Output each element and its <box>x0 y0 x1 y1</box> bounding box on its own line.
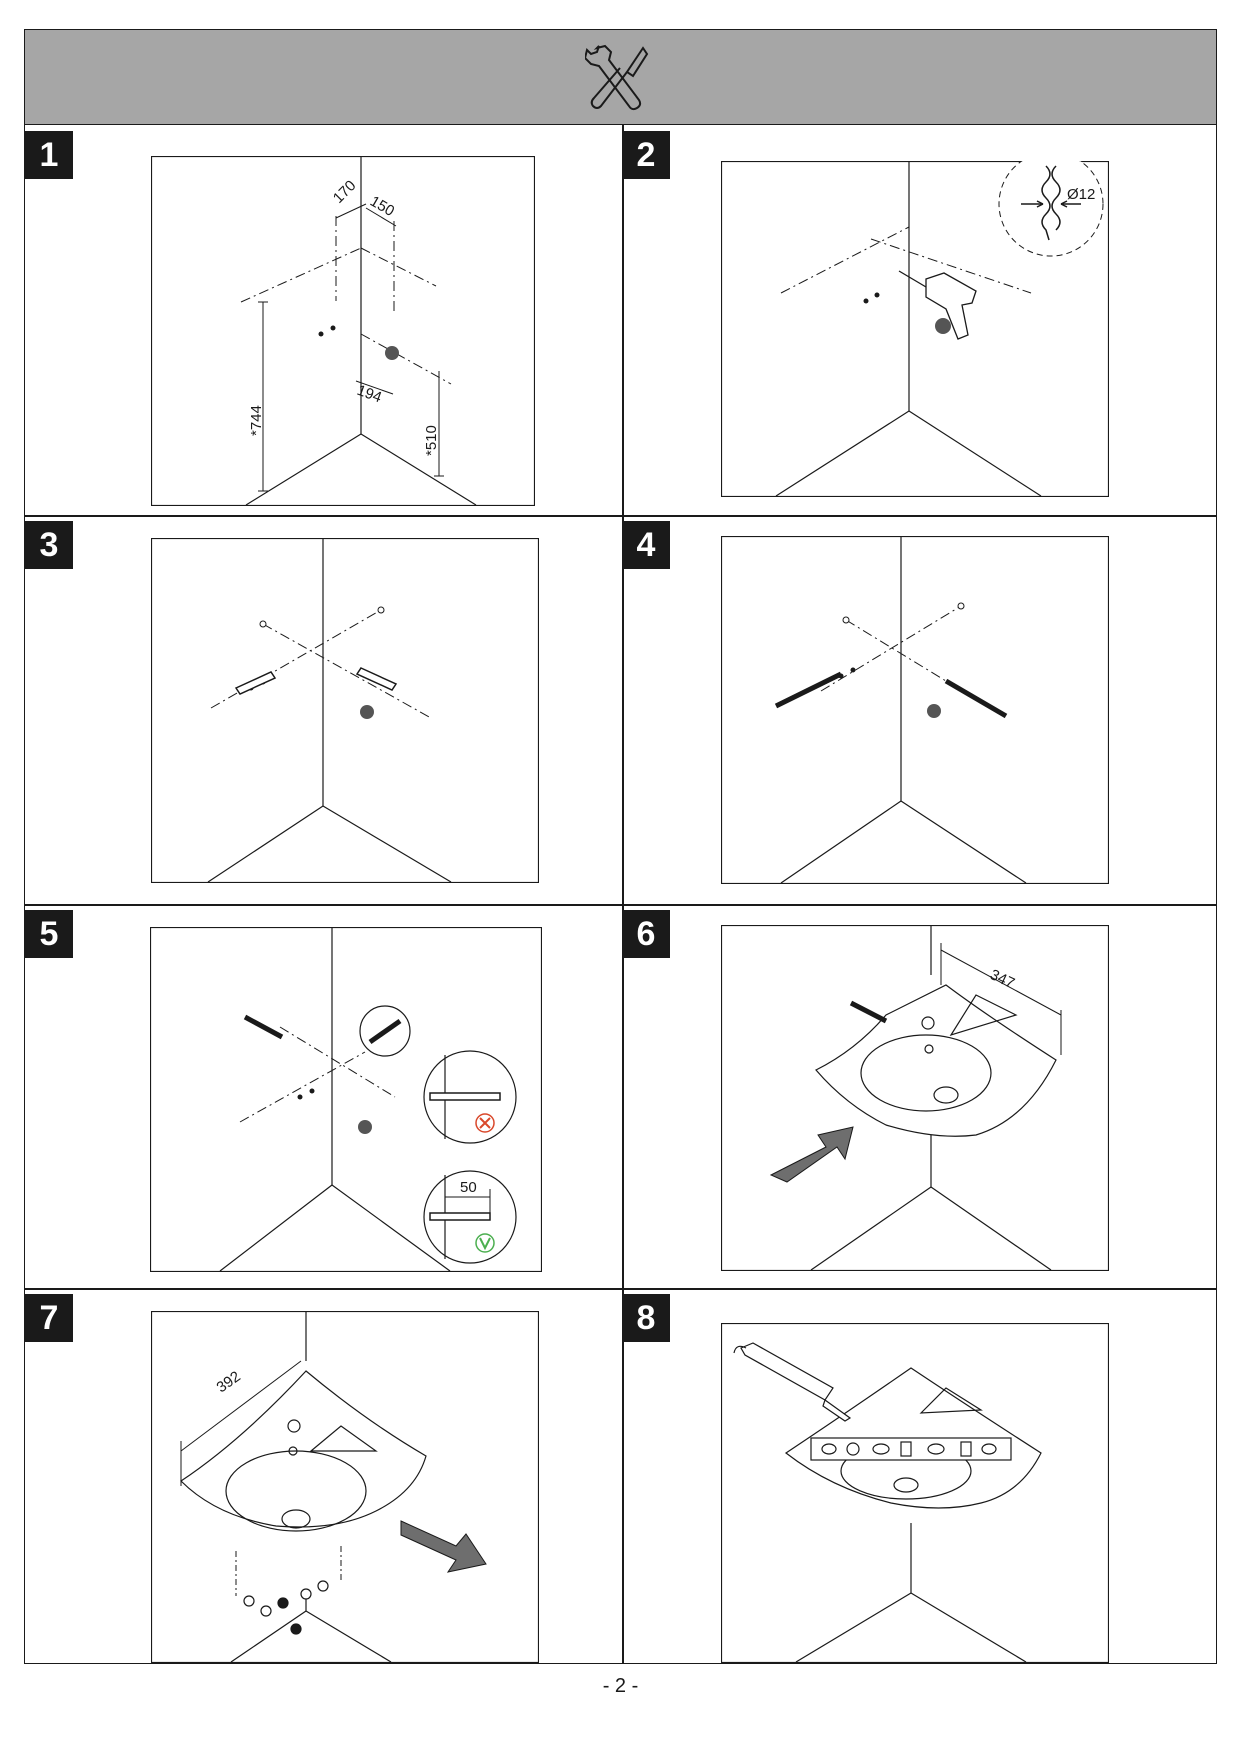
page-number: - 2 - <box>602 1675 639 1697</box>
row-divider <box>25 515 1216 517</box>
dimension-label: 392 <box>214 1368 244 1396</box>
step-number-badge: 6 <box>622 910 670 958</box>
step-number-badge: 1 <box>25 131 73 179</box>
step-4-illustration <box>721 536 1109 884</box>
dimension-label: 150 <box>367 193 397 220</box>
step-2-illustration: Ø12 <box>721 161 1109 497</box>
step-7-illustration: 392 <box>151 1311 539 1663</box>
step-number-badge: 4 <box>622 521 670 569</box>
step-5-illustration: 50 <box>150 927 542 1272</box>
column-divider <box>622 125 624 1663</box>
step-number-badge: 5 <box>25 910 73 958</box>
tools-icon <box>585 44 649 111</box>
step-number-badge: 8 <box>622 1294 670 1342</box>
step-1-illustration: *744 *510 170 150 194 <box>151 156 535 506</box>
dimension-label: 170 <box>330 177 360 207</box>
dimension-label: 50 <box>460 1179 477 1196</box>
row-divider <box>25 1288 1216 1290</box>
dimension-label: 194 <box>355 382 384 407</box>
dimension-label: *744 <box>248 405 265 436</box>
step-6-illustration: 347 <box>721 925 1109 1271</box>
dimension-label: Ø12 <box>1067 186 1095 203</box>
step-number-badge: 7 <box>25 1294 73 1342</box>
step-3-illustration <box>151 538 539 883</box>
step-number-badge: 3 <box>25 521 73 569</box>
step-number-badge: 2 <box>622 131 670 179</box>
step-8-illustration <box>721 1323 1109 1663</box>
row-divider <box>25 904 1216 906</box>
header-bar <box>25 30 1216 125</box>
instruction-sheet: 1 <box>24 29 1217 1664</box>
dimension-label: *510 <box>423 425 440 456</box>
